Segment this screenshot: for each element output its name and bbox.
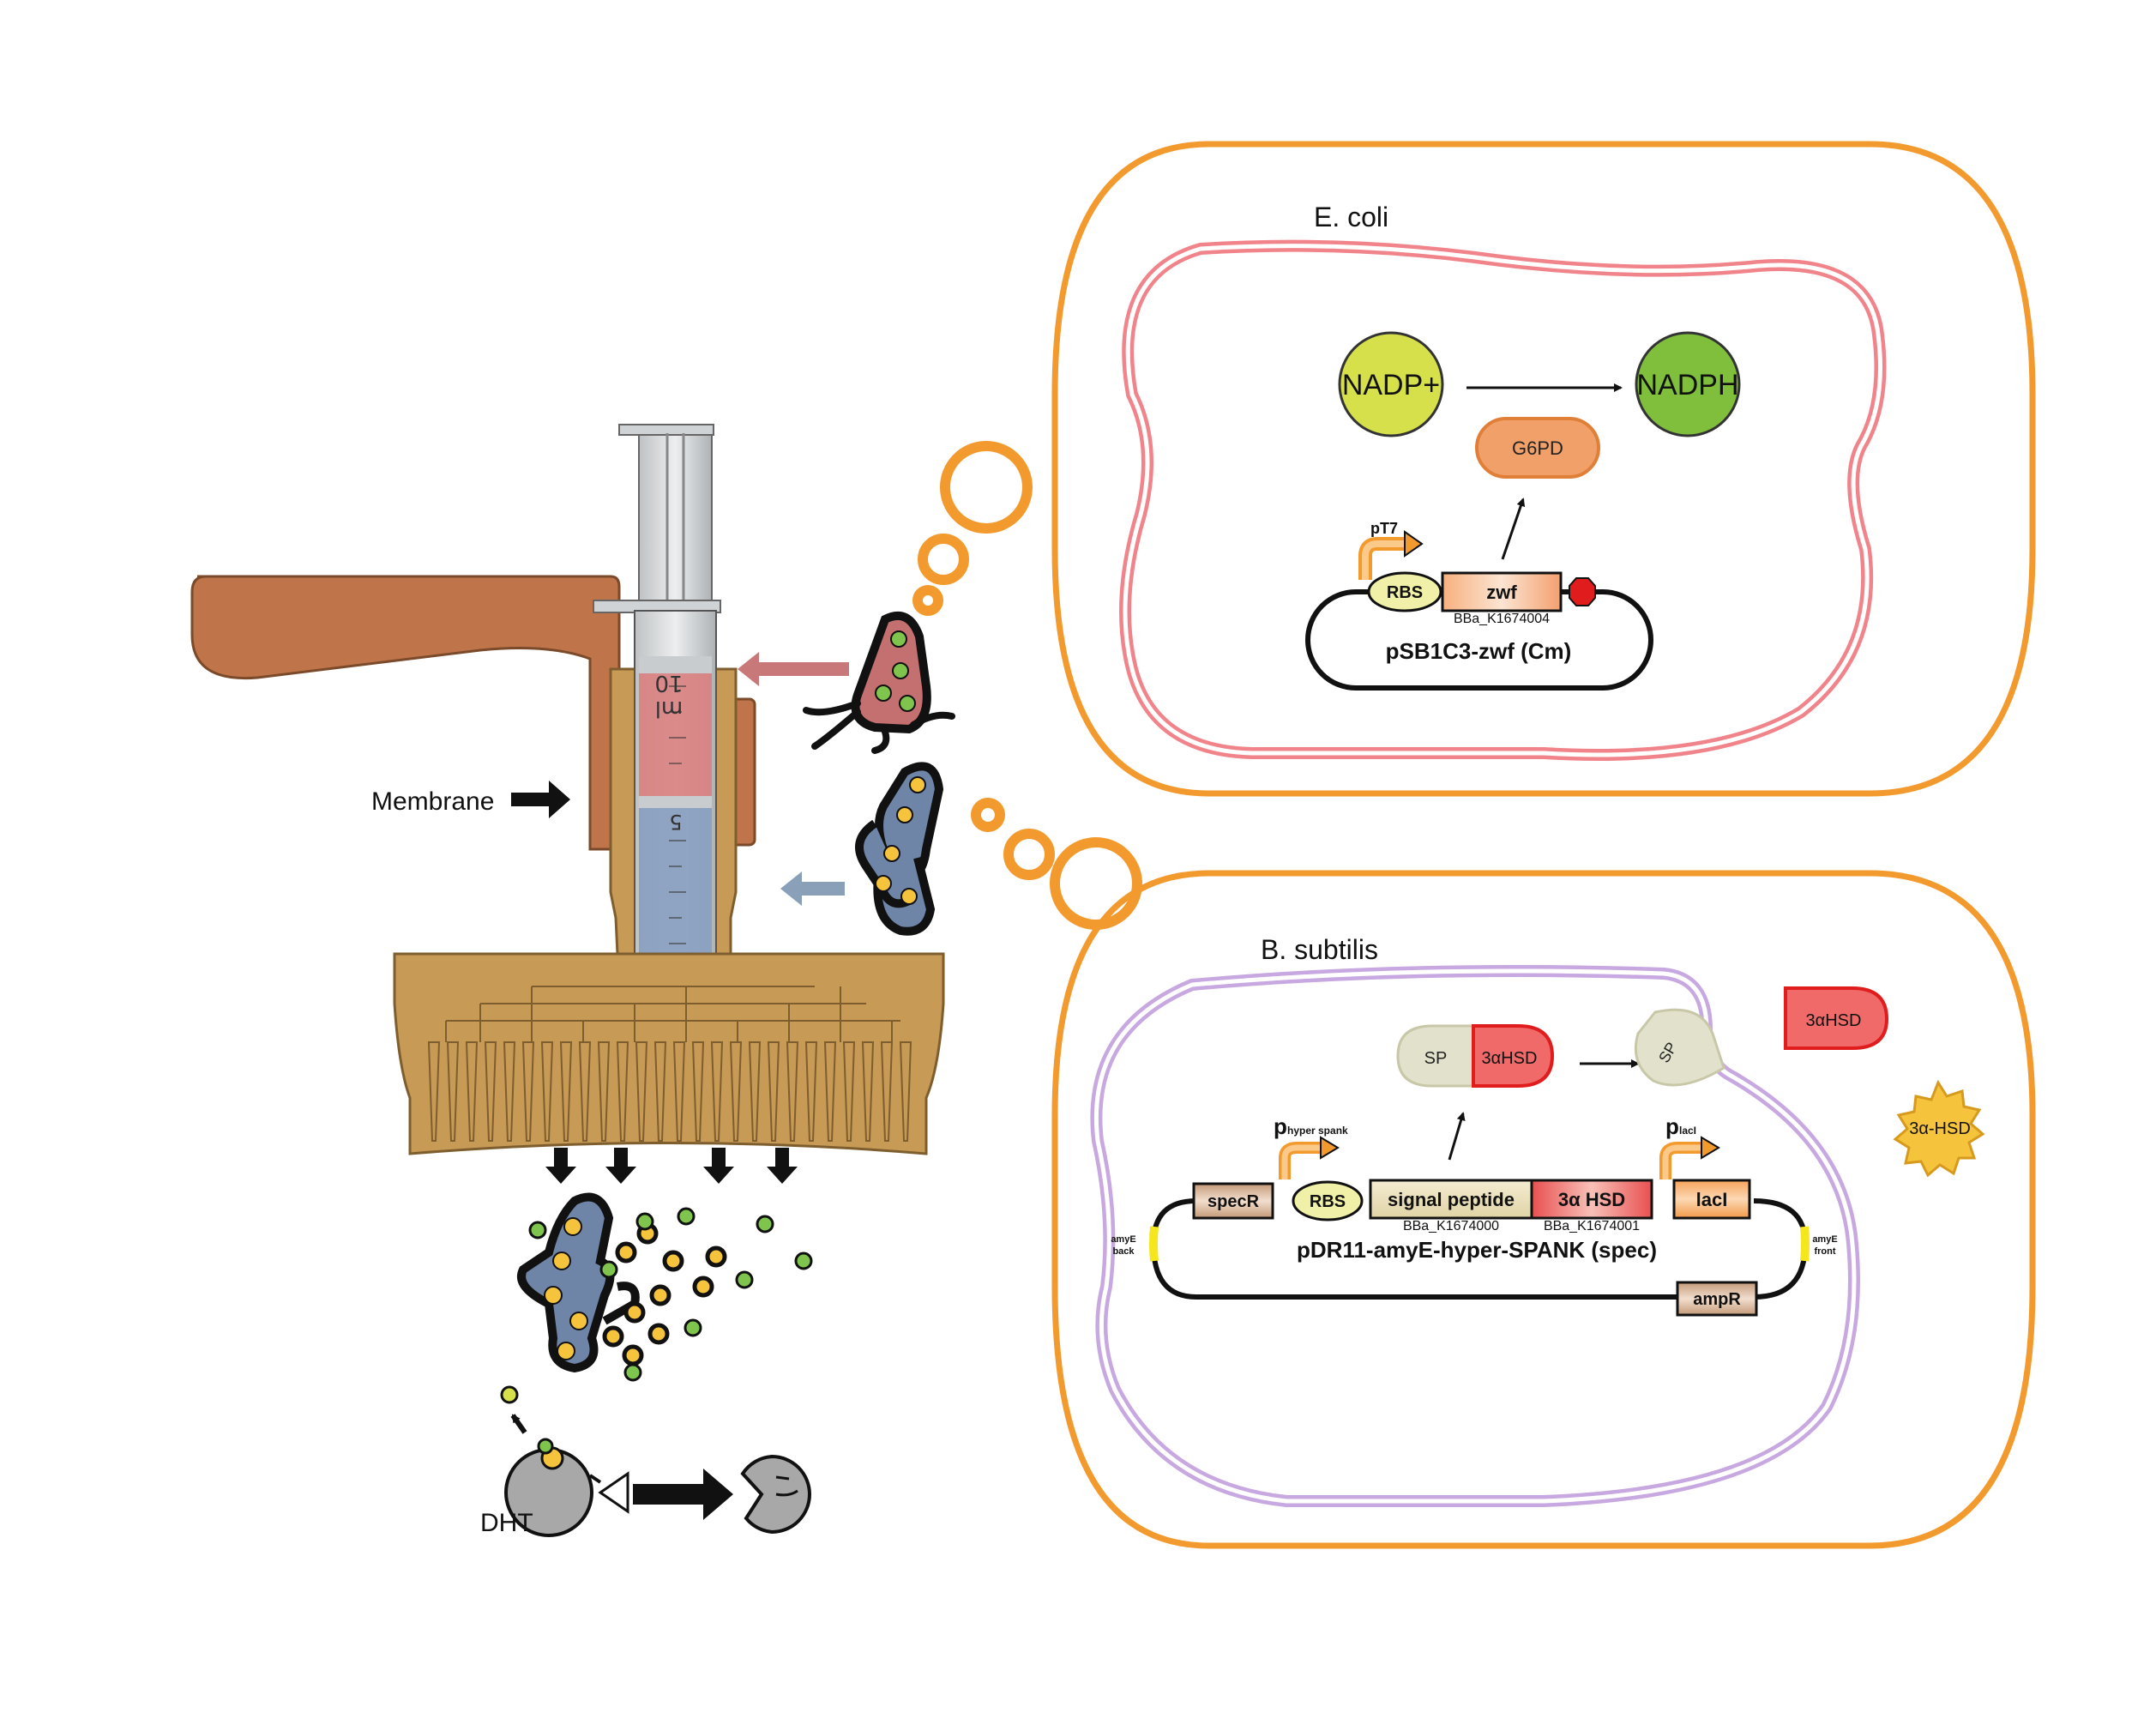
red-arrow	[738, 652, 849, 686]
laci-promoter	[1659, 1142, 1703, 1179]
amye-front-1: amyE	[1812, 1234, 1837, 1245]
specr-gene	[1192, 1182, 1274, 1220]
amye-front-marker	[1800, 1226, 1810, 1262]
bsubtilis-cell-icon	[855, 762, 944, 936]
syringe-plunger	[638, 428, 713, 610]
syringe-scale-unit: ml	[655, 696, 684, 721]
nadp-label: NADP+	[1342, 369, 1440, 401]
zwf-gene	[1441, 571, 1563, 612]
sp-domain	[1396, 1024, 1475, 1088]
syringe-scale-top: 10	[654, 670, 683, 696]
expression-arrow	[1501, 498, 1526, 560]
promoter1-main: p	[1274, 1113, 1287, 1139]
membrane-label: Membrane	[371, 787, 494, 816]
ecoli-rbs-label: RBS	[1387, 583, 1423, 602]
star-label: 3α-HSD	[1909, 1119, 1971, 1138]
conversion-arrow	[633, 1469, 733, 1520]
sp-anchor	[1634, 1008, 1725, 1087]
comb-teeth	[427, 1041, 912, 1142]
g6pd-label: G6PD	[1512, 437, 1563, 459]
pt7-label: pT7	[1370, 520, 1398, 537]
dht-label: DHT	[480, 1509, 533, 1537]
syringe-blue-fluid	[639, 806, 712, 962]
biobrick2: BBa_K1674001	[1544, 1219, 1640, 1233]
bsub-outer-wall	[1051, 870, 2036, 1549]
nadph-node	[1635, 331, 1741, 437]
bsub-rbs-label: RBS	[1310, 1192, 1346, 1211]
ecoli-rbs	[1367, 571, 1442, 612]
hsd-domain	[1472, 1024, 1555, 1088]
g6pd-enzyme	[1475, 417, 1600, 479]
membrane-arrow	[511, 781, 570, 818]
ecoli-outer-wall	[1051, 141, 2036, 797]
amye-back-2: back	[1112, 1246, 1135, 1257]
laci-gene	[1672, 1179, 1751, 1220]
promoter2-sub: lacI	[1679, 1125, 1696, 1137]
bsub-expression-arrow	[1448, 1112, 1466, 1161]
hsd-star	[1893, 1079, 1985, 1178]
thought-bubbles	[912, 441, 1142, 930]
ecoli-panel: E. coli NADP+ NADPH G6PD pT7 RBS zwf BBa…	[1051, 141, 2036, 797]
down-arrows	[545, 1148, 798, 1184]
nadp-node	[1338, 331, 1444, 437]
biobrick1: BBa_K1674000	[1403, 1219, 1499, 1233]
laci-label: lacI	[1696, 1189, 1728, 1210]
hsd-label: 3αHSD	[1482, 1049, 1538, 1068]
ampr-gene	[1676, 1281, 1758, 1317]
syringe-scale-mid: 5	[669, 810, 682, 834]
hsd-gene-label: 3α HSD	[1558, 1189, 1625, 1210]
promoter2-main: p	[1665, 1113, 1679, 1139]
blue-arrow	[780, 872, 845, 906]
zwf-biobrick: BBa_K1674004	[1454, 612, 1550, 626]
nadph-label: NADPH	[1636, 369, 1738, 401]
bsub-rbs	[1292, 1180, 1364, 1221]
dht-enzyme: DHT	[480, 1385, 629, 1538]
specr-label: specR	[1207, 1192, 1260, 1211]
ecoli-membrane	[1119, 239, 1887, 761]
clamp-arm	[190, 575, 621, 851]
sp-label: SP	[1424, 1049, 1448, 1068]
lysed-bacteria	[517, 1192, 813, 1382]
amye-front-2: front	[1814, 1246, 1835, 1257]
free-hsd	[1784, 986, 1889, 1050]
ampr-label: ampR	[1693, 1290, 1741, 1309]
ecoli-title: E. coli	[1314, 202, 1388, 232]
hyperspank-promoter	[1279, 1142, 1322, 1179]
bsub-panel: B. subtilis SP 3αHSD SP 3αHSD 3α-HSD amy…	[1051, 870, 2036, 1549]
zwf-label: zwf	[1486, 582, 1517, 603]
promoter1-sub: hyper spank	[1287, 1125, 1348, 1137]
enzyme-mouth	[598, 1471, 629, 1514]
free-hsd-label: 3αHSD	[1806, 1011, 1862, 1030]
syringe-red-fluid	[639, 673, 712, 798]
ecoli-plasmid-label: pSB1C3-zwf (Cm)	[1386, 638, 1572, 664]
inactive-enzyme	[740, 1454, 811, 1535]
amye-back-marker	[1149, 1226, 1159, 1262]
bsub-plasmid-top	[1150, 1198, 1809, 1300]
bsub-title: B. subtilis	[1261, 934, 1378, 965]
amye-back-1: amyE	[1111, 1234, 1135, 1245]
signal-peptide-label: signal peptide	[1388, 1189, 1515, 1210]
ecoli-cell-icon	[803, 612, 955, 754]
terminator	[1569, 577, 1596, 606]
hsd-gene	[1530, 1179, 1653, 1220]
bsub-plasmid-label: pDR11-amyE-hyper-SPANK (spec)	[1297, 1237, 1657, 1263]
filtration-device: 10 ml 5	[190, 424, 945, 1155]
